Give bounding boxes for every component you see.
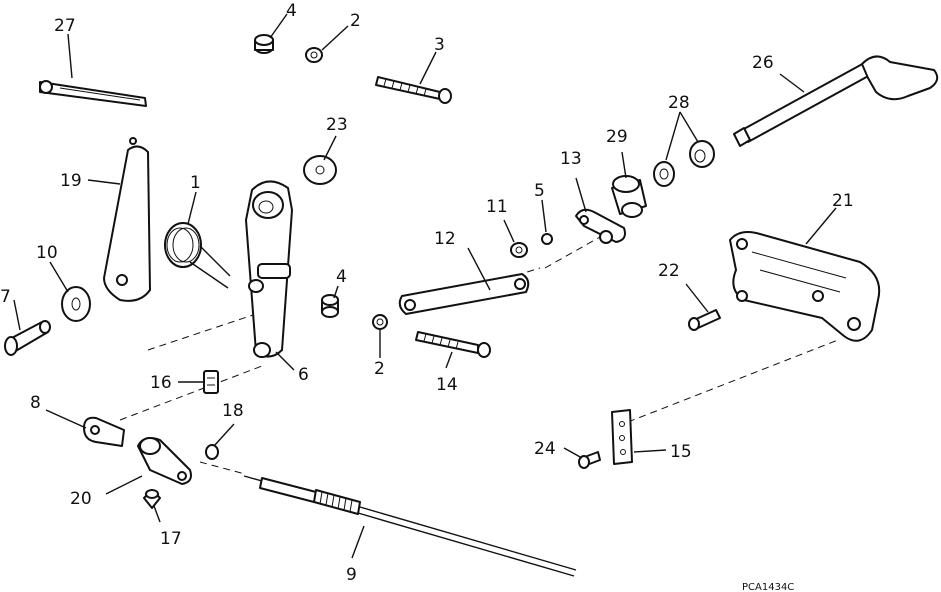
part-29-bushing [611,175,647,218]
callout-19: 19 [60,171,82,191]
part-8-clevis [83,416,125,447]
callout-28: 28 [668,93,690,113]
callout-4-mid: 4 [336,267,347,287]
part-4-bushing-top [254,34,274,54]
part-11-nut [510,242,528,258]
part-28-bushings [653,140,715,187]
callout-8: 8 [30,393,41,413]
callout-14: 14 [436,375,458,395]
part-23-washer [303,155,337,185]
part-18-washer [205,444,219,460]
leader-lines [13,13,837,559]
part-9-cable [243,475,577,577]
part-7-pin [4,320,51,356]
callout-23: 23 [326,115,348,135]
callout-16: 16 [150,373,172,393]
callout-21: 21 [832,191,854,211]
callout-15: 15 [670,442,692,462]
part-22-bolt [688,309,721,331]
part-2-nut-mid [372,314,388,330]
callout-3: 3 [434,35,445,55]
callout-labels: 27 4 2 3 23 19 1 10 7 6 4 2 16 12 14 11 … [0,1,854,592]
part-27-link [39,80,147,107]
callout-7: 7 [0,287,11,307]
part-17-screw [143,489,161,509]
part-12-link-rod [398,273,530,315]
part-24-bolt [578,451,601,469]
part-19-lever [103,137,151,302]
callout-27: 27 [54,16,76,36]
figure-code: PCA1434C [742,582,794,592]
part-13-bracket [575,208,626,244]
callout-20: 20 [70,489,92,509]
part-2-nut-top [305,47,323,63]
callout-2-mid: 2 [374,359,385,379]
callout-17: 17 [160,529,182,549]
callout-29: 29 [606,127,628,147]
callout-2-top: 2 [350,11,361,31]
part-5-washer [541,233,553,245]
part-4-bushing-mid [321,294,339,318]
callout-18: 18 [222,401,244,421]
callout-13: 13 [560,149,582,169]
part-3-screw [375,76,452,104]
part-21-mounting-bracket [729,231,881,342]
part-14-screw [415,331,491,358]
callout-26: 26 [752,53,774,73]
part-16-clip [203,370,219,394]
part-26-shaft [733,55,939,147]
callout-6: 6 [298,365,309,385]
part-6-arm [245,180,293,358]
callout-12: 12 [434,229,456,249]
part-15-plate [611,409,633,465]
callout-24: 24 [534,439,556,459]
callout-5: 5 [534,181,545,201]
part-20-cable-end [137,437,192,485]
callout-11: 11 [486,197,508,217]
callout-1: 1 [190,173,201,193]
callout-22: 22 [658,261,680,281]
callout-9: 9 [346,565,357,585]
callout-4-top: 4 [286,1,297,21]
callout-10: 10 [36,243,58,263]
part-1-spring [164,222,231,289]
part-10-washer [61,286,91,322]
